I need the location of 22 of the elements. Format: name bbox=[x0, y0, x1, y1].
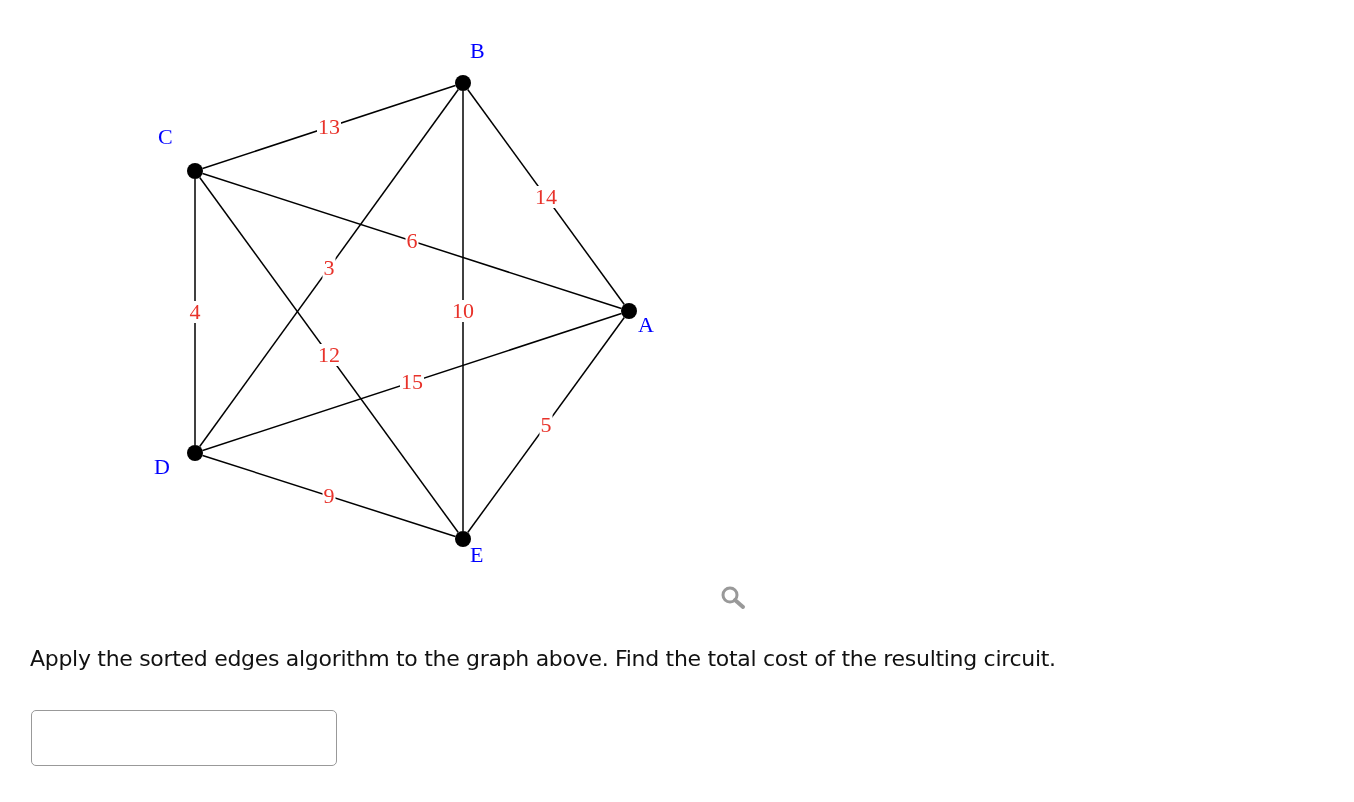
vertex-label: D bbox=[154, 456, 170, 478]
edge-weight: 10 bbox=[451, 300, 475, 322]
edge-weight: 14 bbox=[534, 186, 558, 208]
graph-edge bbox=[194, 178, 196, 446]
vertex-label: E bbox=[470, 544, 484, 566]
graph-edge bbox=[201, 172, 623, 310]
graph-edge bbox=[198, 88, 460, 448]
graph-edge bbox=[201, 84, 457, 170]
graph-edge bbox=[466, 316, 626, 534]
vertex-label: A bbox=[638, 314, 654, 336]
graph-edge bbox=[466, 88, 626, 306]
edge-weight: 5 bbox=[539, 414, 553, 436]
edge-weight: 12 bbox=[317, 344, 341, 366]
graph-edge bbox=[201, 312, 623, 452]
graph-edge bbox=[201, 454, 457, 538]
graph-edge bbox=[462, 90, 464, 532]
vertex-label: B bbox=[470, 40, 485, 62]
graph-edge bbox=[198, 176, 460, 534]
vertex-label: C bbox=[158, 126, 173, 148]
question-text: Apply the sorted edges algorithm to the graph above. Find the total cost of the resulting circuit. bbox=[30, 646, 1056, 671]
edge-weight: 3 bbox=[322, 257, 336, 279]
edge-weight: 4 bbox=[188, 301, 202, 323]
